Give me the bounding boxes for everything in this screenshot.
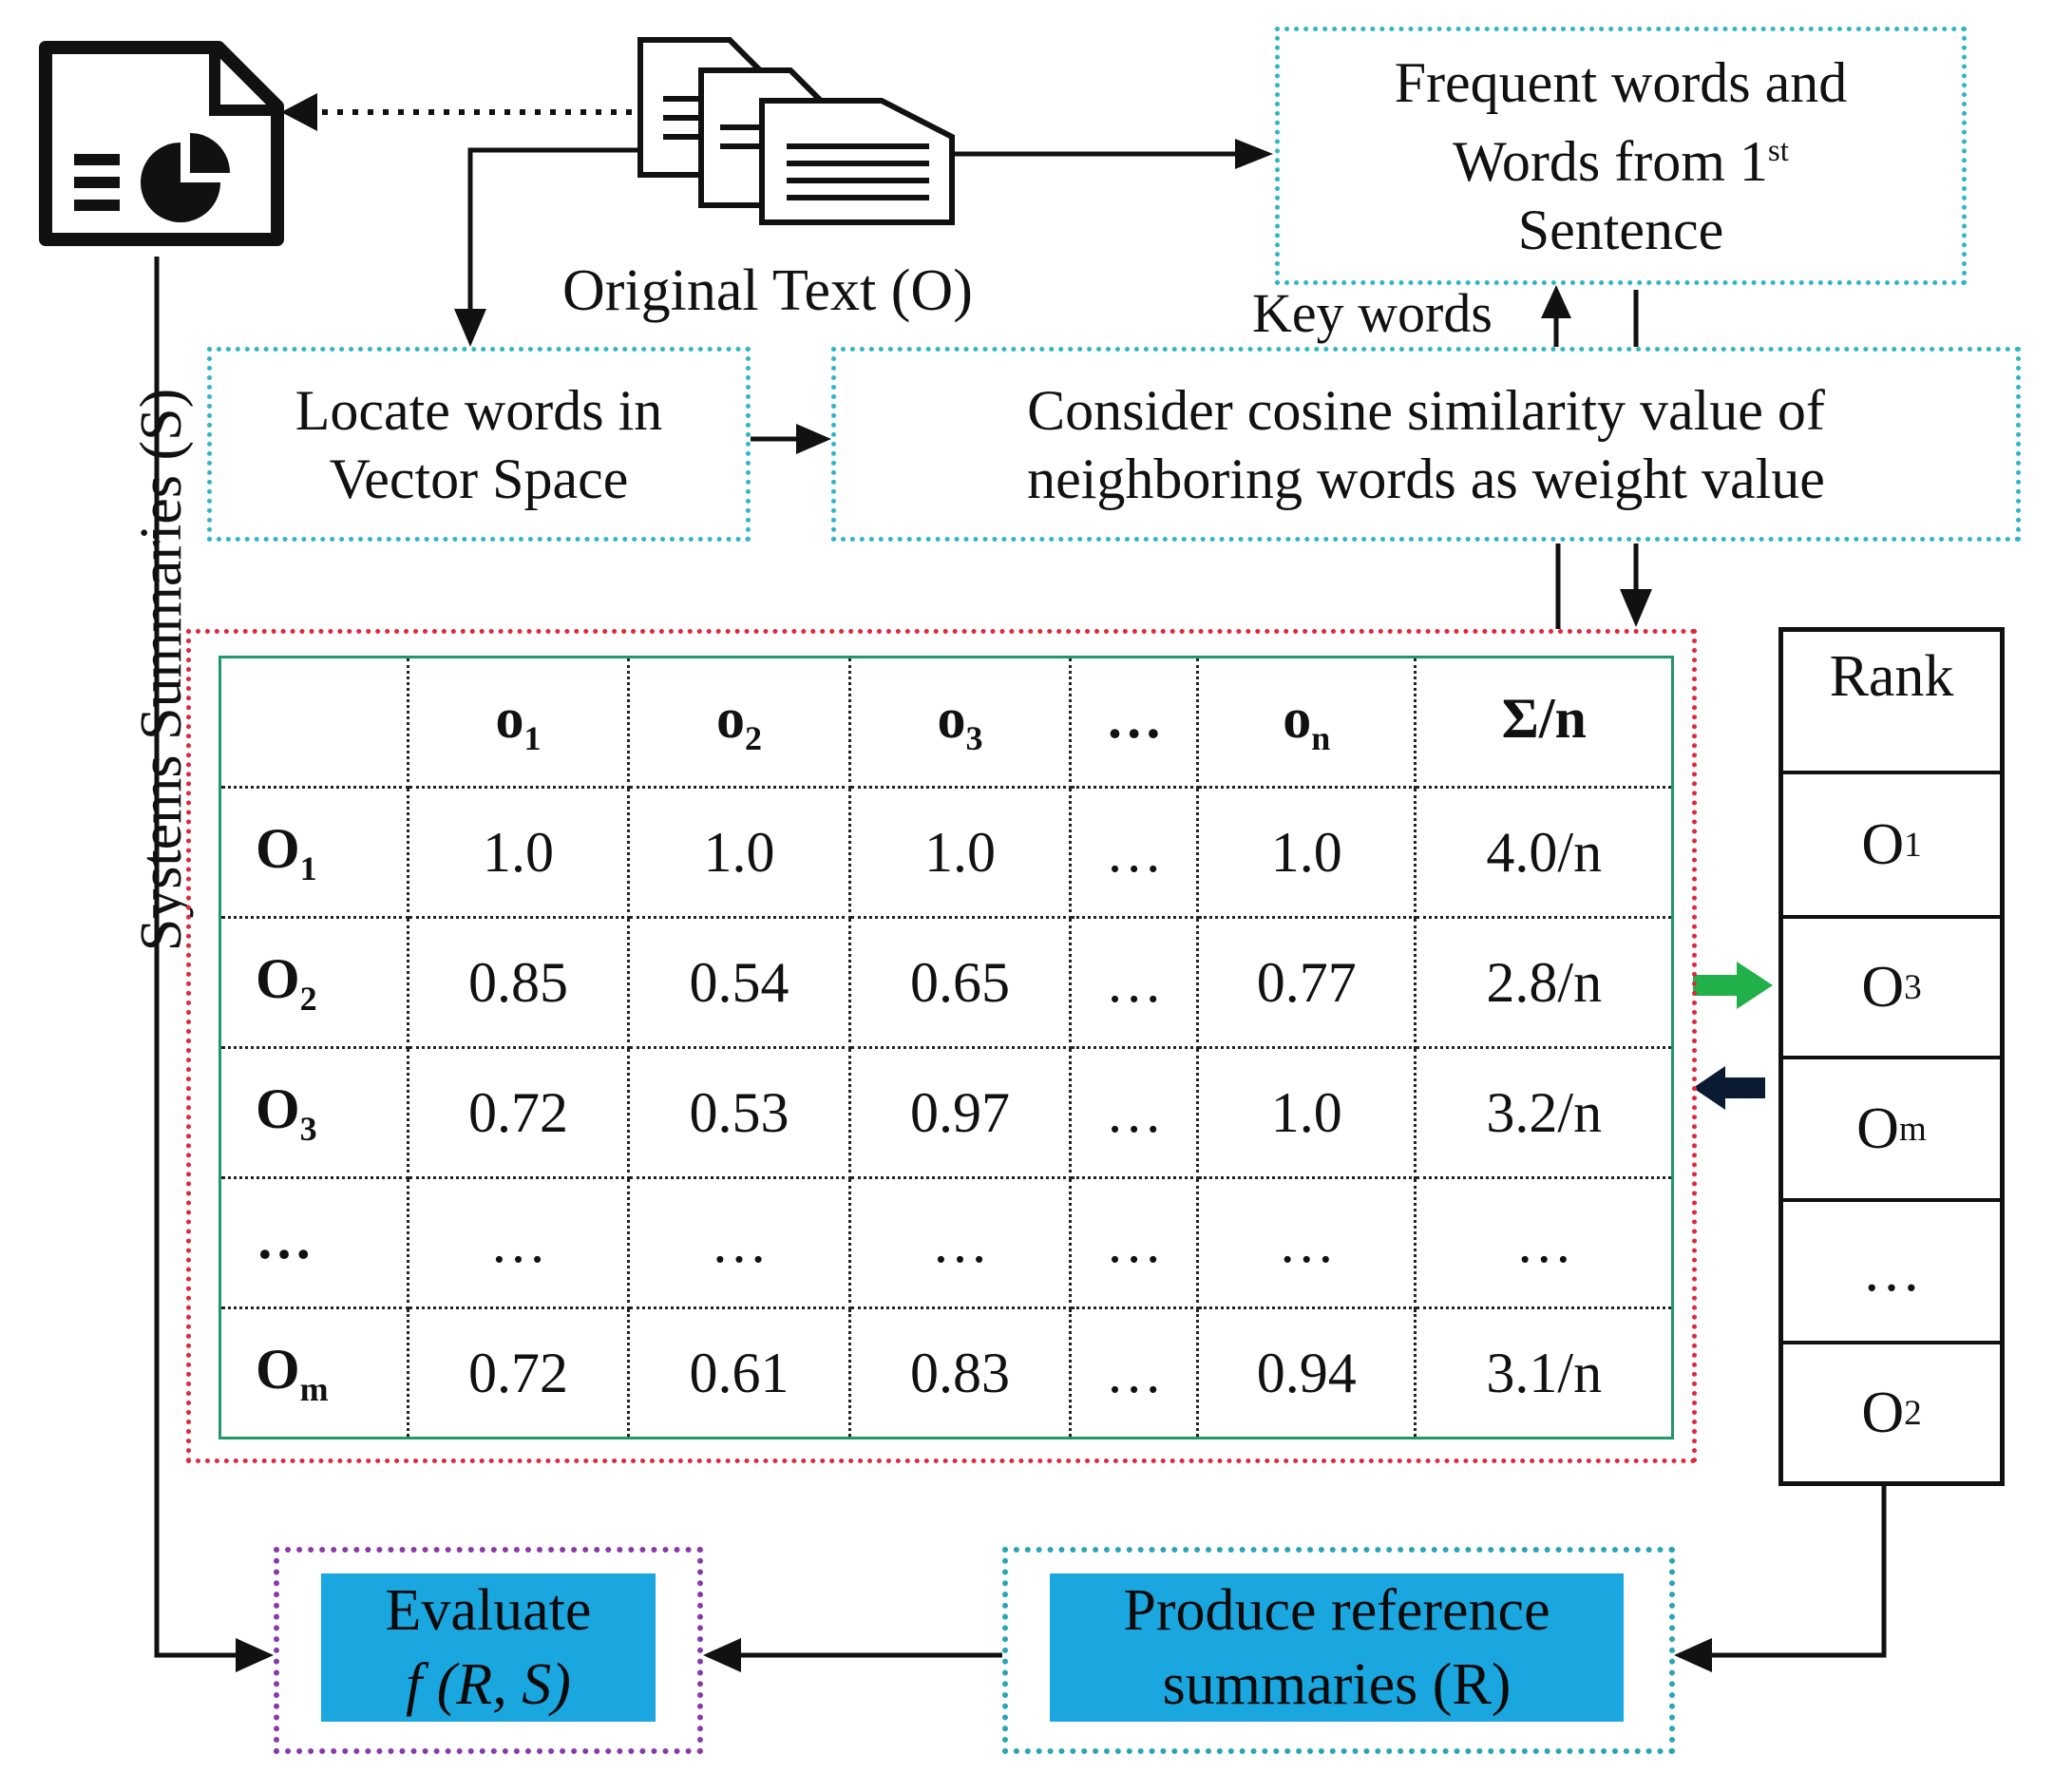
matrix-cell: 1.0	[1195, 786, 1417, 919]
matrix-cell: 4.0/n	[1414, 786, 1674, 919]
matrix-cell: …	[1195, 1176, 1417, 1309]
cosine-similarity-box: Consider cosine similarity value of neig…	[831, 347, 2021, 542]
matrix-cell: 2.8/n	[1414, 916, 1674, 1049]
cosine-line1: Consider cosine similarity value of	[1027, 378, 1825, 442]
evaluate-line1: Evaluate	[385, 1578, 592, 1643]
arrow-summary-to-evaluate	[154, 257, 238, 1658]
produce-box-frame	[1002, 1547, 1675, 1754]
frequent-words-box: Frequent words and Words from 1st Senten…	[1275, 27, 1967, 285]
matrix-header-cell: o1	[406, 656, 631, 789]
matrix-cell: …	[406, 1176, 631, 1309]
matrix-row-head: O1	[219, 786, 409, 919]
matrix-header-cell: o3	[847, 656, 1073, 789]
rank-item: …	[1783, 1202, 2000, 1344]
matrix-header-cell: Σ/n	[1414, 656, 1674, 789]
locate-line2: Vector Space	[329, 447, 629, 510]
frequent-words-line2-text: Words from 1	[1453, 129, 1768, 193]
arrow-to-locate-box	[467, 147, 665, 314]
matrix-cell: …	[1069, 1176, 1199, 1309]
evaluate-box-frame	[274, 1547, 703, 1754]
locate-line1: Locate words in	[295, 378, 663, 442]
matrix-cell: 1.0	[847, 786, 1073, 919]
matrix-header-cell: o2	[627, 656, 851, 789]
matrix-cell: 0.72	[406, 1306, 631, 1439]
matrix-cell: 0.85	[406, 916, 631, 1049]
matrix-row: O1 1.0 1.0 1.0 … 1.0 4.0/n	[219, 786, 1674, 919]
matrix-row: O2 0.85 0.54 0.65 … 0.77 2.8/n	[219, 916, 1674, 1049]
frequent-words-line2: Words from 1st	[1453, 117, 1789, 196]
matrix-cell: 0.61	[627, 1306, 851, 1439]
matrix-cell: 0.72	[406, 1046, 631, 1179]
matrix-cell: …	[847, 1176, 1073, 1309]
matrix-cell: …	[1069, 786, 1199, 919]
frequent-words-line1: Frequent words and	[1394, 50, 1848, 114]
matrix-row-head: …	[219, 1176, 409, 1309]
system-summary-document-icon	[39, 41, 284, 246]
matrix-container	[186, 629, 1697, 1463]
evaluate-formula: f (R, S)	[406, 1652, 571, 1717]
rank-title: Rank	[1783, 632, 2000, 774]
matrix-header-cell	[219, 656, 409, 789]
produce-line1: Produce reference	[1123, 1578, 1550, 1643]
matrix-cell: …	[1069, 1306, 1199, 1439]
matrix-header-cell: …	[1069, 656, 1199, 789]
matrix-cell: 0.97	[847, 1046, 1073, 1179]
produce-reference-box: Produce reference summaries (R)	[1050, 1573, 1624, 1722]
matrix-cell: …	[1414, 1176, 1674, 1309]
frequent-words-line3: Sentence	[1517, 198, 1724, 261]
matrix-header-row: o1 o2 o3 … on Σ/n	[219, 656, 1674, 789]
frequent-words-line2-sup: st	[1767, 133, 1789, 168]
matrix-cell: 0.83	[847, 1306, 1073, 1439]
matrix-row-head: O3	[219, 1046, 409, 1179]
matrix-cell: 3.2/n	[1414, 1046, 1674, 1179]
arrow-rank-to-produce	[1710, 1486, 1887, 1658]
matrix-cell: 3.1/n	[1414, 1306, 1674, 1439]
matrix-row-head: O2	[219, 916, 409, 1049]
cosine-line2: neighboring words as weight value	[1027, 447, 1825, 510]
matrix-cell: …	[627, 1176, 851, 1309]
matrix-cell: 1.0	[406, 786, 631, 919]
matrix-row-head: Om	[219, 1306, 409, 1439]
original-text-label: Original Text (O)	[562, 258, 973, 323]
produce-line2: summaries (R)	[1162, 1652, 1512, 1717]
green-arrow-to-rank	[1693, 975, 1742, 996]
key-words-label: Key words	[1252, 282, 1493, 344]
matrix-cell: 0.53	[627, 1046, 851, 1179]
evaluate-box: Evaluate f (R, S)	[321, 1573, 656, 1722]
matrix-cell: 0.54	[627, 916, 851, 1049]
matrix-cell: 1.0	[627, 786, 851, 919]
matrix-cell: 1.0	[1195, 1046, 1417, 1179]
matrix-row: O3 0.72 0.53 0.97 … 1.0 3.2/n	[219, 1046, 1674, 1179]
matrix-row: … … … … … … …	[219, 1176, 1674, 1309]
matrix-cell: 0.77	[1195, 916, 1417, 1049]
matrix-cell: 0.94	[1195, 1306, 1417, 1439]
matrix-row: Om 0.72 0.61 0.83 … 0.94 3.1/n	[219, 1306, 1674, 1439]
similarity-matrix: o1 o2 o3 … on Σ/n O1 1.0 1.0 1.0 … 1.0 4…	[219, 656, 1674, 1439]
dark-arrow-to-matrix	[1721, 1077, 1765, 1098]
matrix-cell: …	[1069, 1046, 1199, 1179]
locate-words-box: Locate words in Vector Space	[207, 347, 751, 542]
original-text-documents-icon	[637, 37, 955, 225]
matrix-cell: …	[1069, 916, 1199, 1049]
matrix-header-cell: on	[1195, 656, 1417, 789]
matrix-cell: 0.65	[847, 916, 1073, 1049]
